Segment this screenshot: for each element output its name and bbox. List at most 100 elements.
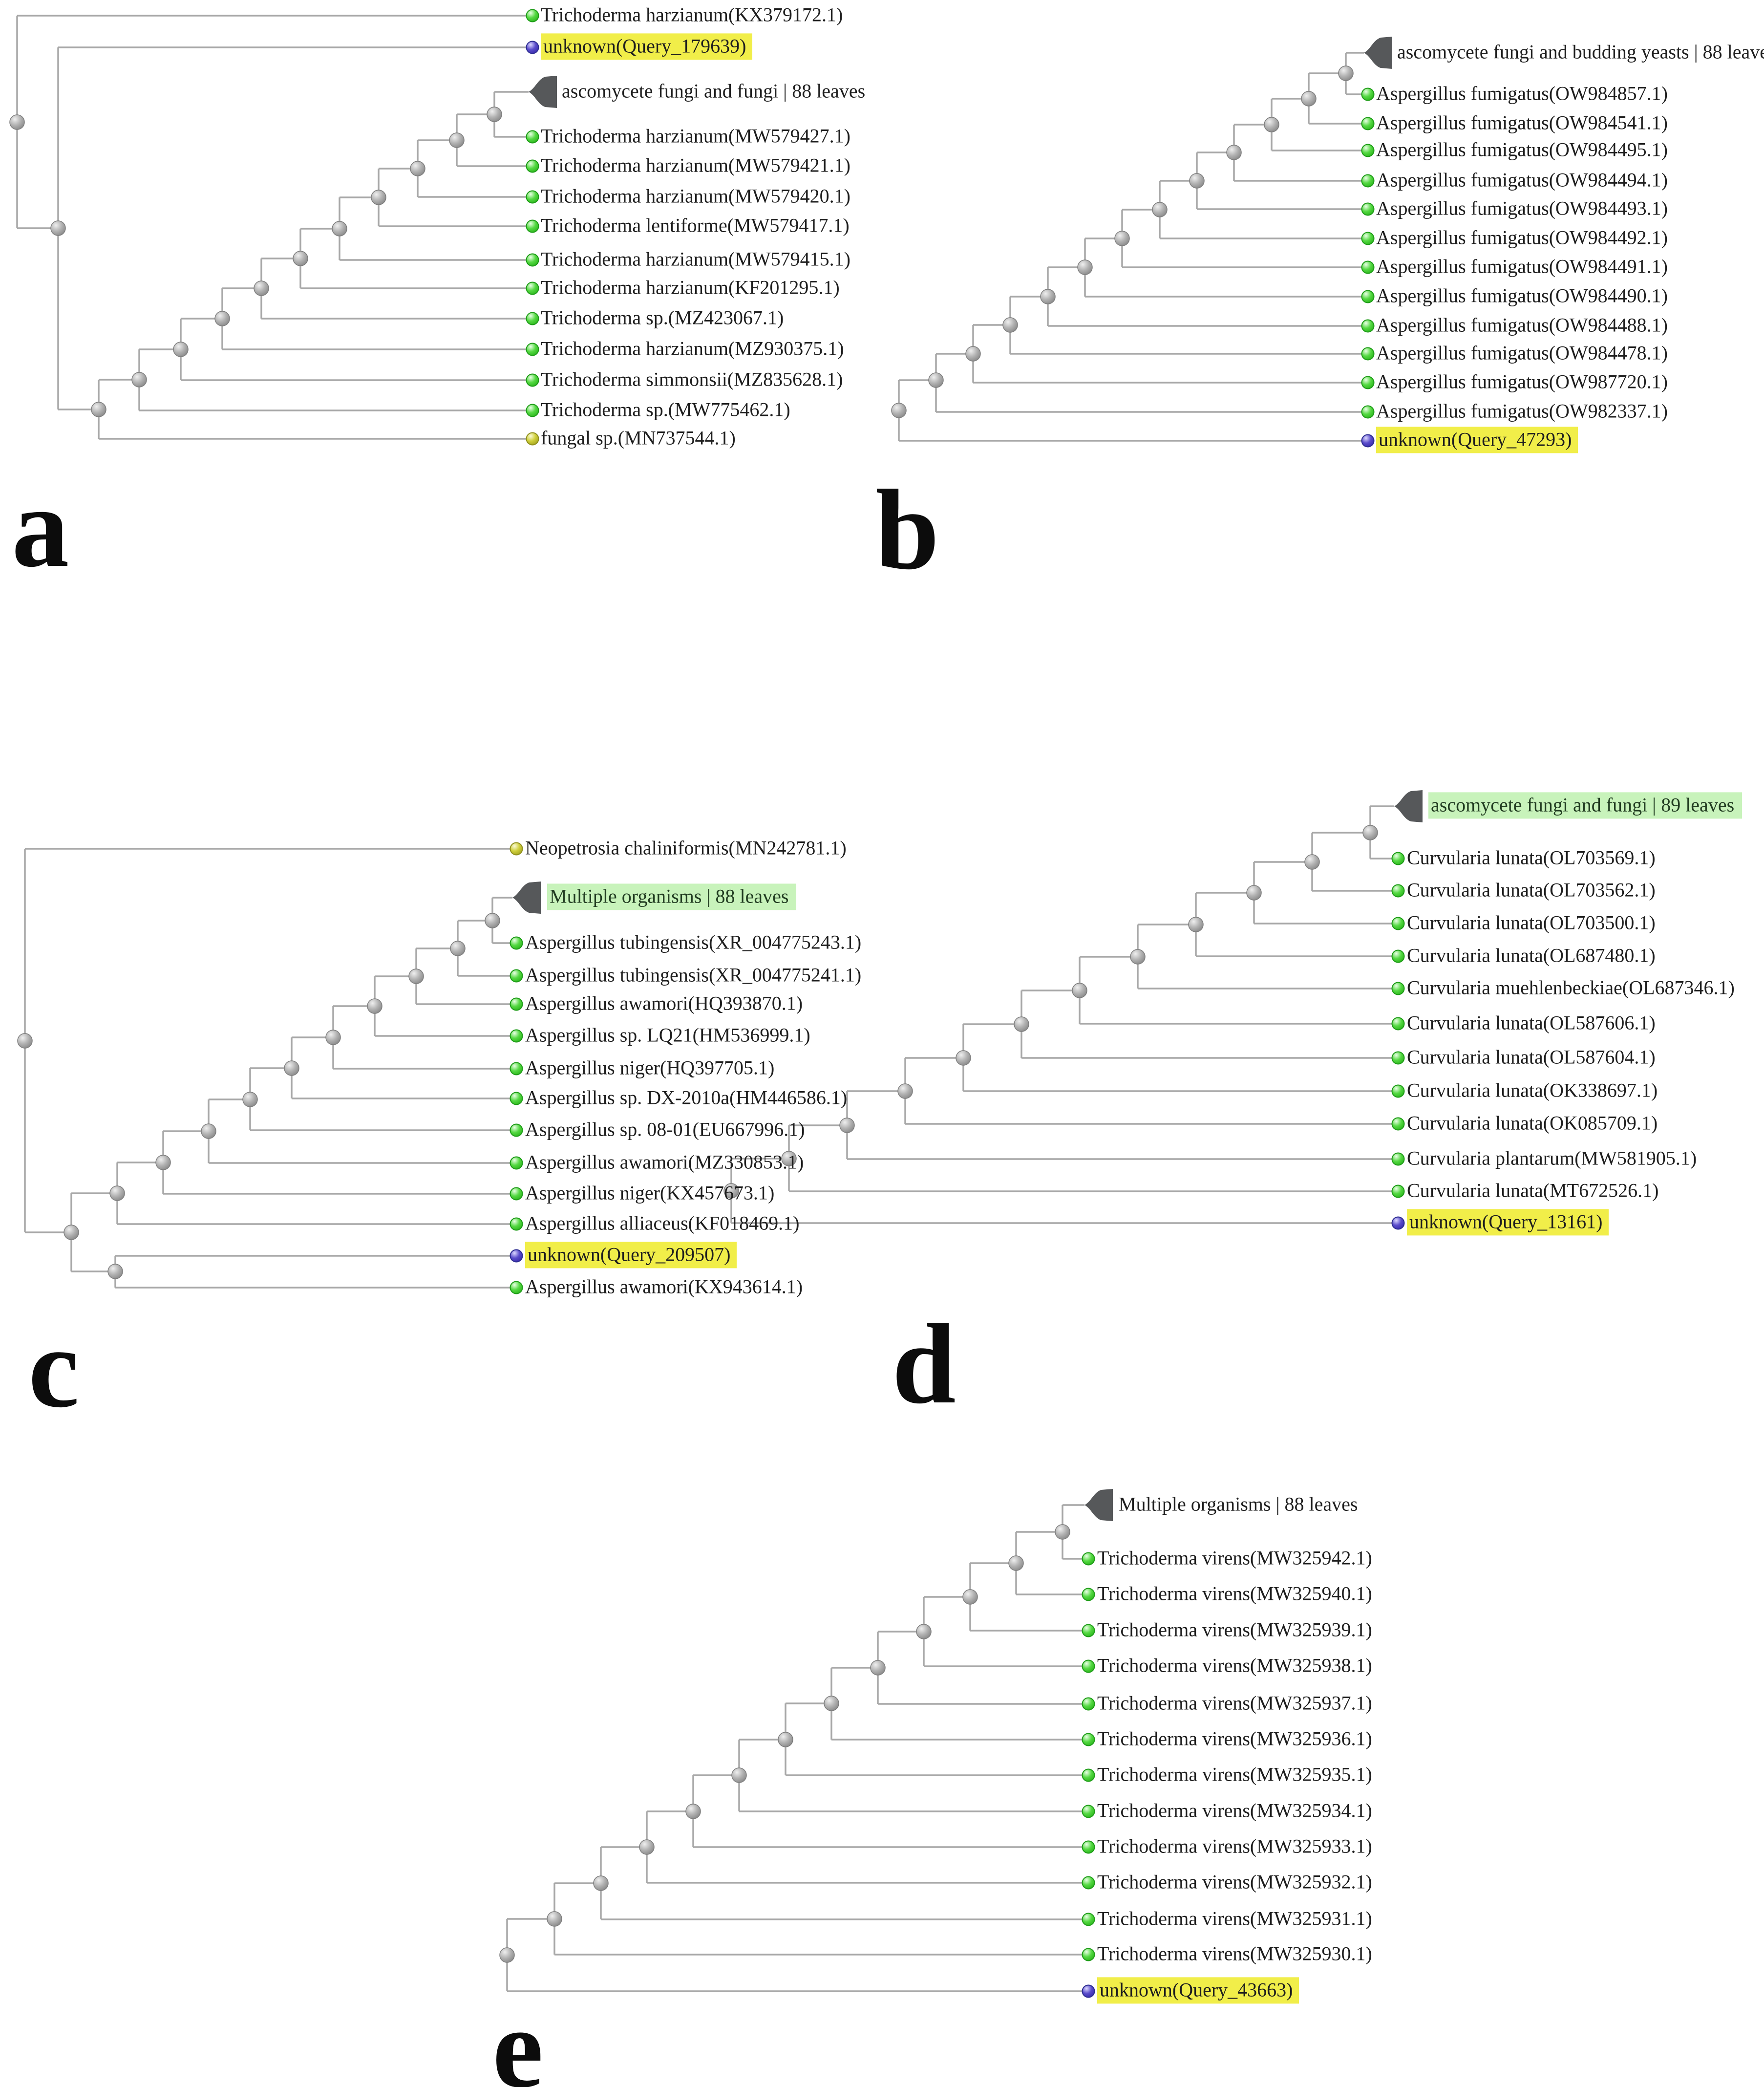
leaf-dot — [510, 1092, 523, 1105]
internal-node-ball — [131, 372, 147, 387]
leaf-label: Trichoderma sp.(MZ423067.1) — [541, 306, 784, 329]
leaf-label: Trichoderma virens(MW325931.1) — [1097, 1907, 1372, 1930]
leaf-label: Curvularia lunata(OL687480.1) — [1407, 944, 1656, 967]
leaf-label: Trichoderma harzianum(KX379172.1) — [541, 3, 843, 26]
leaf-dot — [510, 1062, 523, 1076]
internal-node-ball — [870, 1660, 886, 1676]
leaf-dot — [1361, 232, 1375, 245]
leaf-dot — [1391, 1117, 1405, 1131]
leaf-dot — [510, 997, 523, 1011]
query-dot — [1082, 1984, 1095, 1998]
leaf-label: Trichoderma virens(MW325940.1) — [1097, 1582, 1372, 1605]
internal-node-ball — [410, 161, 425, 176]
leaf-dot — [1361, 319, 1375, 333]
leaf-dot — [510, 969, 523, 983]
leaf-label: Aspergillus fumigatus(OW984492.1) — [1376, 226, 1668, 249]
internal-node-ball — [723, 1183, 739, 1199]
leaf-dot — [1082, 1913, 1095, 1926]
query-label: unknown(Query_209507) — [525, 1242, 737, 1269]
leaf-dot — [510, 1187, 523, 1201]
leaf-dot — [1082, 1624, 1095, 1637]
leaf-dot — [1361, 290, 1375, 303]
leaf-dot — [1082, 1840, 1095, 1854]
leaf-label: Aspergillus sp. LQ21(HM536999.1) — [525, 1024, 810, 1046]
leaf-dot — [1082, 1588, 1095, 1601]
internal-node-ball — [254, 280, 269, 296]
collapsed-clade-label: ascomycete fungi and budding yeasts | 88… — [1397, 41, 1764, 63]
leaf-dot — [510, 1029, 523, 1043]
leaf-dot — [1361, 117, 1375, 130]
leaf-dot — [526, 404, 539, 417]
leaf-label: Curvularia plantarum(MW581905.1) — [1407, 1147, 1697, 1169]
internal-node-ball — [891, 403, 907, 418]
leaf-dot — [526, 373, 539, 387]
leaf-dot — [526, 130, 539, 144]
internal-node-ball — [1130, 949, 1146, 965]
leaf-label: Trichoderma harzianum(MW579421.1) — [541, 154, 850, 176]
query-dot — [526, 41, 539, 54]
internal-node-ball — [450, 941, 466, 956]
internal-node-ball — [91, 402, 106, 417]
collapsed-clade-triangle-icon — [512, 882, 541, 914]
internal-node-ball — [1362, 825, 1378, 840]
internal-node-ball — [9, 114, 25, 130]
internal-node-ball — [1189, 173, 1205, 189]
leaf-label: Curvularia lunata(OL587604.1) — [1407, 1046, 1656, 1068]
internal-node-ball — [1040, 289, 1056, 304]
internal-node-ball — [916, 1624, 932, 1639]
leaf-dot — [1391, 1017, 1405, 1031]
internal-node-ball — [1072, 983, 1087, 998]
internal-node-ball — [107, 1264, 123, 1279]
internal-node-ball — [499, 1947, 515, 1963]
leaf-label: Trichoderma harzianum(MZ930375.1) — [541, 337, 844, 360]
internal-node-ball — [284, 1060, 299, 1076]
panel-d-tree — [723, 790, 1423, 1230]
leaf-dot — [510, 1281, 523, 1294]
leaf-label: Trichoderma harzianum(KF201295.1) — [541, 276, 840, 299]
internal-node-ball — [1301, 91, 1317, 107]
internal-node-ball — [839, 1118, 855, 1133]
leaf-label: Curvularia lunata(OL703562.1) — [1407, 879, 1656, 901]
internal-node-ball — [485, 913, 500, 928]
internal-node-ball — [1264, 117, 1279, 132]
leaf-label: Curvularia lunata(OL703500.1) — [1407, 911, 1656, 934]
internal-node-ball — [778, 1732, 793, 1747]
leaf-dot — [510, 1217, 523, 1231]
internal-node-ball — [17, 1033, 33, 1049]
leaf-label: Curvularia lunata(OL703569.1) — [1407, 846, 1656, 869]
internal-node-ball — [214, 311, 230, 326]
internal-node-ball — [50, 220, 66, 236]
internal-node-ball — [547, 1911, 562, 1927]
panel-c-tree — [17, 842, 541, 1294]
leaf-dot — [1361, 347, 1375, 361]
outgroup-label: Neopetrosia chaliniformis(MN242781.1) — [525, 837, 847, 859]
internal-node-ball — [685, 1804, 701, 1819]
internal-node-ball — [201, 1123, 216, 1139]
internal-node-ball — [593, 1875, 609, 1891]
leaf-label: Aspergillus niger(HQ397705.1) — [525, 1056, 775, 1079]
internal-node-ball — [1246, 885, 1262, 901]
leaf-dot — [526, 190, 539, 204]
leaf-label: Aspergillus fumigatus(OW984494.1) — [1376, 169, 1668, 191]
internal-node-ball — [487, 107, 502, 122]
internal-node-ball — [731, 1767, 747, 1783]
internal-node-ball — [449, 132, 465, 148]
internal-node-ball — [173, 342, 189, 357]
leaf-label: Aspergillus alliaceus(KF018469.1) — [525, 1212, 800, 1234]
panel-a-tree — [9, 9, 557, 446]
internal-node-ball — [1114, 231, 1130, 246]
leaf-dot — [510, 936, 523, 950]
leaf-label: Trichoderma virens(MW325935.1) — [1097, 1763, 1372, 1786]
leaf-label: Aspergillus sp. DX-2010a(HM446586.1) — [525, 1086, 848, 1109]
leaf-label: Trichoderma harzianum(MW579420.1) — [541, 185, 850, 207]
query-label: unknown(Query_43663) — [1097, 1977, 1299, 2004]
panel-e-tree — [499, 1489, 1113, 1998]
leaf-label: Aspergillus fumigatus(OW984488.1) — [1376, 314, 1668, 336]
panel-letter-c: c — [28, 1304, 80, 1431]
leaf-label: Aspergillus tubingensis(XR_004775241.1) — [525, 964, 862, 986]
leaf-label: Aspergillus fumigatus(OW984491.1) — [1376, 255, 1668, 278]
leaf-dot — [526, 281, 539, 295]
internal-node-ball — [956, 1050, 971, 1066]
leaf-dot — [1361, 405, 1375, 419]
outgroup-label: fungal sp.(MN737544.1) — [541, 427, 736, 449]
